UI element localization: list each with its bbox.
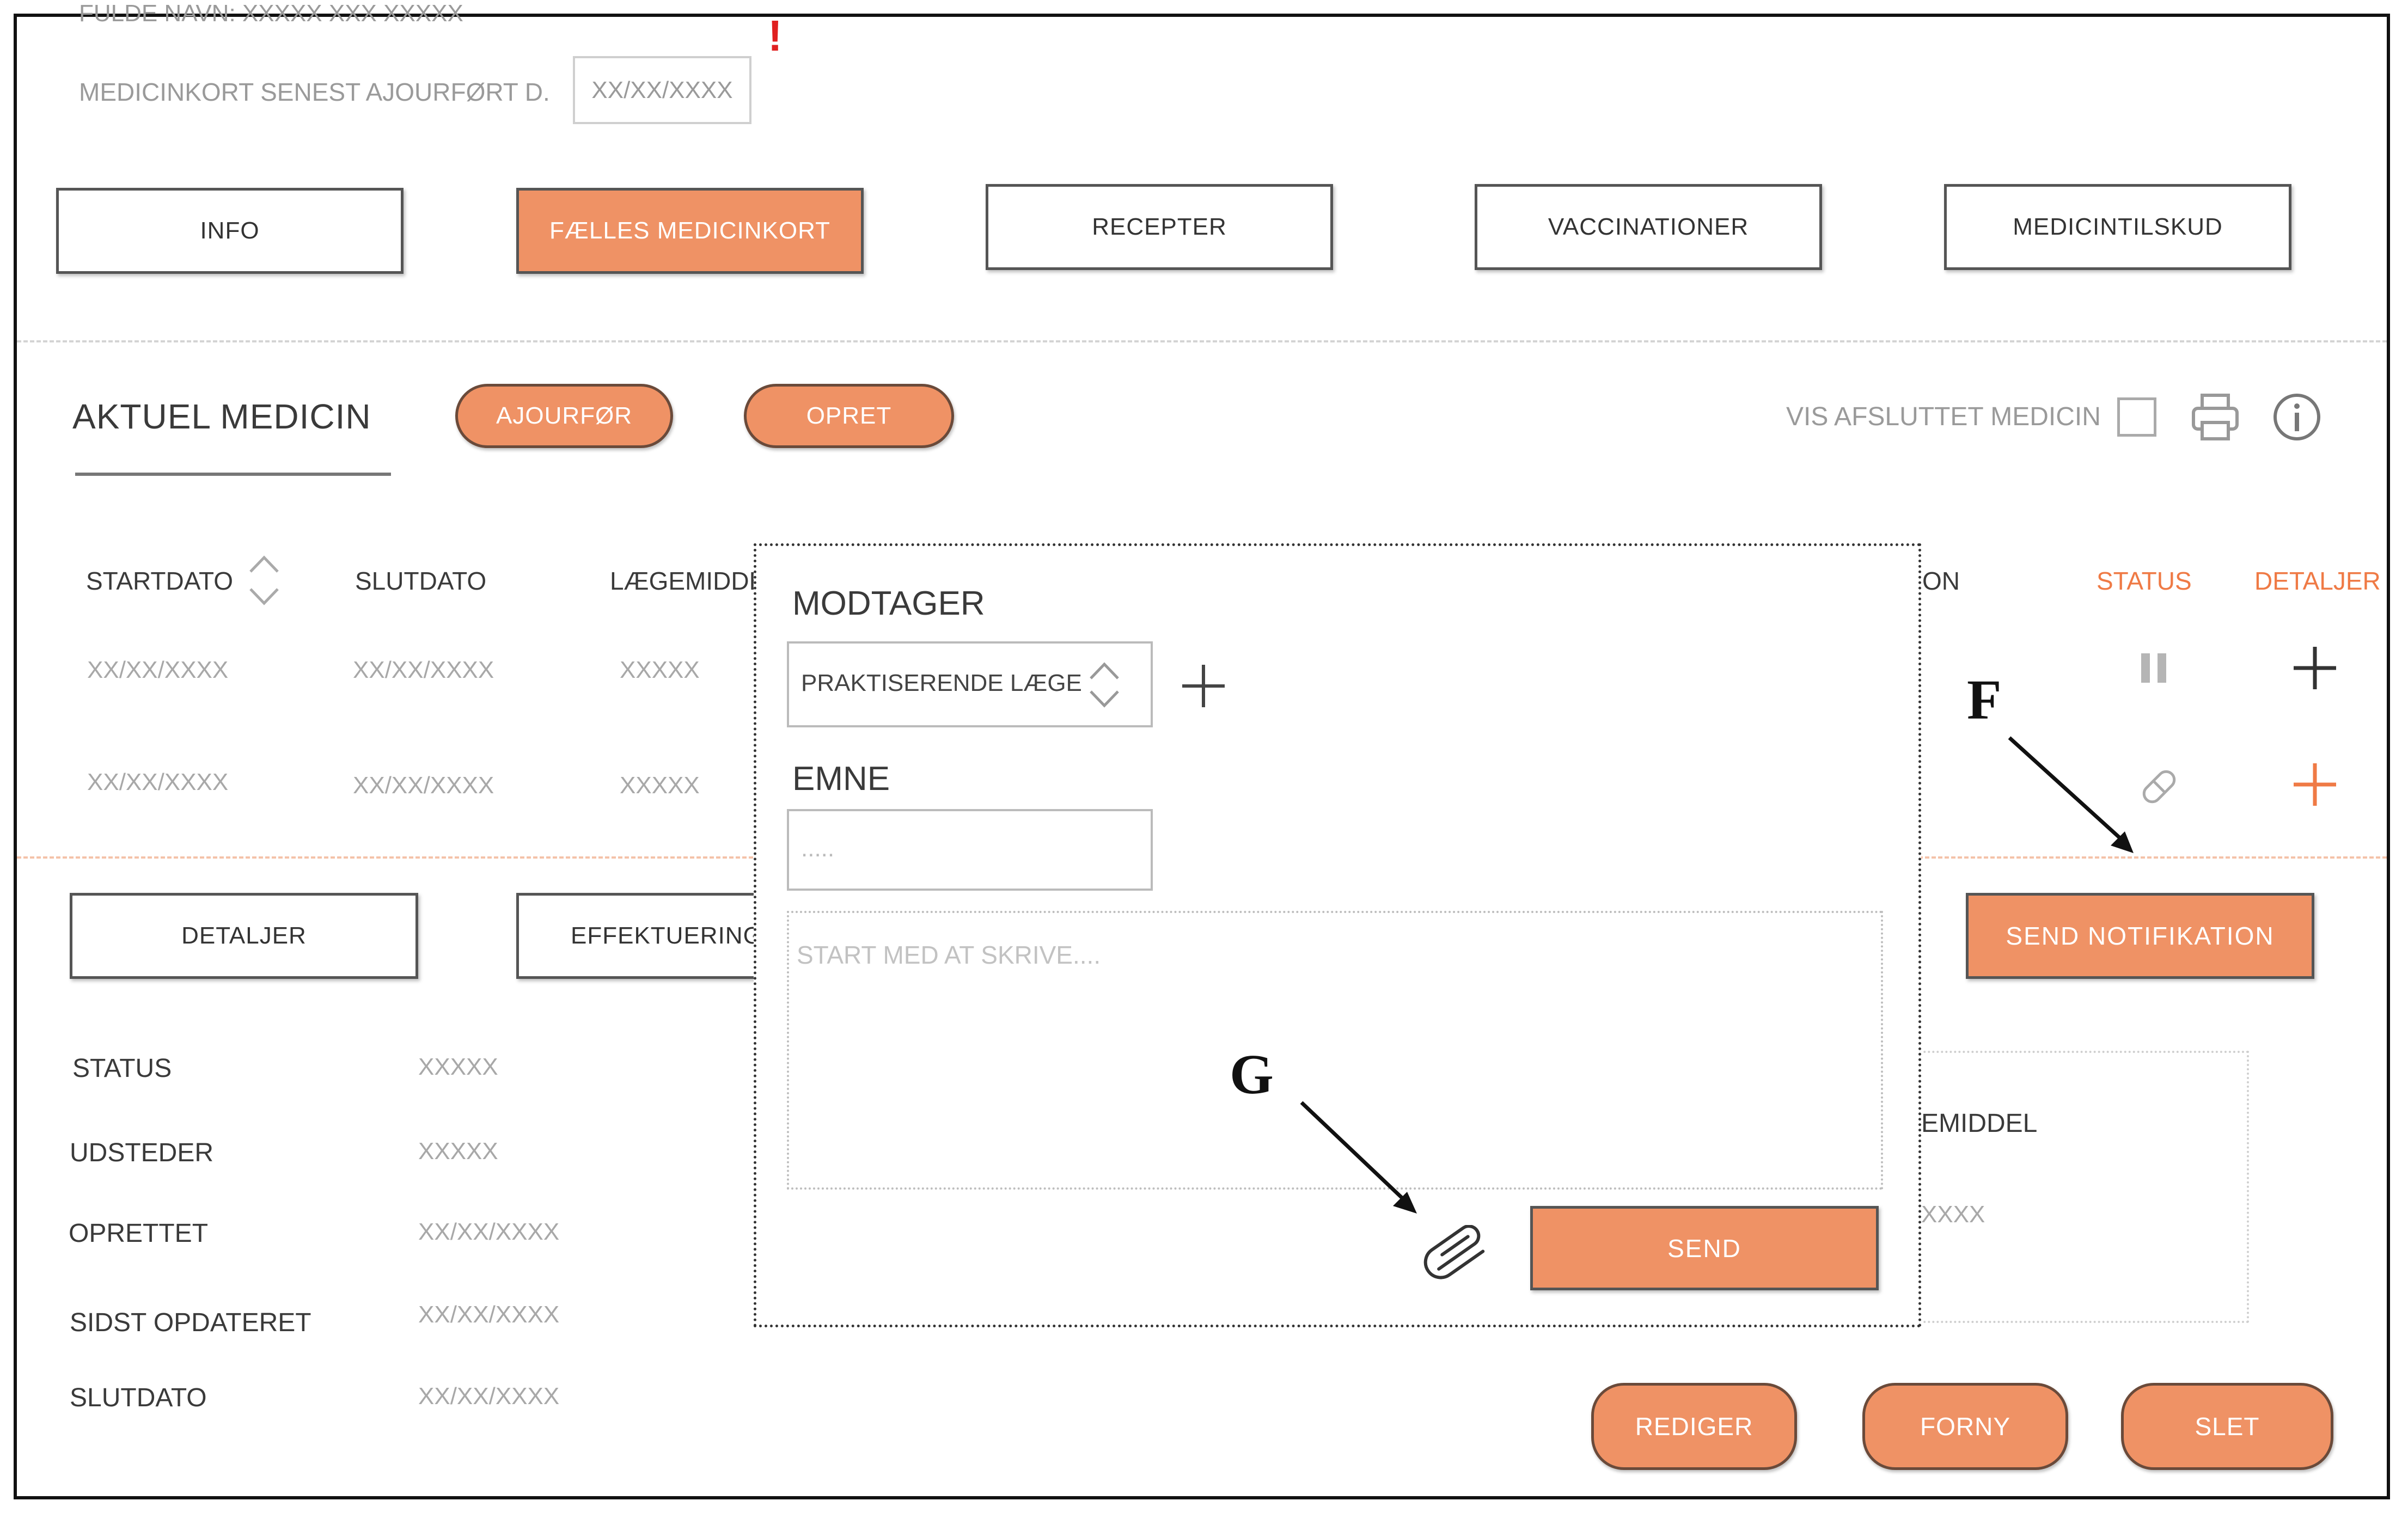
detail-last-updated-label: SIDST OPDATERET	[70, 1308, 311, 1337]
annotation-f-arrow	[2008, 736, 2134, 853]
annotation-g-arrow	[1300, 1101, 1417, 1214]
detail-last-updated-value: XX/XX/XXXX	[418, 1301, 560, 1328]
chevron-updown-icon	[1090, 662, 1119, 708]
drug-info-label: EMIDDEL	[1921, 1109, 2038, 1138]
message-textarea[interactable]: START MED AT SKRIVE....	[787, 911, 1883, 1190]
pause-icon[interactable]	[2135, 649, 2173, 687]
section-title-underline	[75, 473, 391, 476]
show-finished-label: VIS AFSLUTTET MEDICIN	[1786, 402, 2101, 431]
col-header-startdate[interactable]: STARTDATO	[86, 567, 234, 595]
row1-drug: XXXXX	[620, 657, 700, 683]
detail-enddate-value: XX/XX/XXXX	[418, 1383, 560, 1410]
row1-expand-icon[interactable]	[2290, 644, 2339, 693]
annotation-g-label: G	[1230, 1043, 1274, 1106]
recipient-select-value: PRAKTISERENDE LÆGE	[801, 670, 1082, 696]
tab-info[interactable]: INFO	[56, 188, 404, 274]
message-placeholder: START MED AT SKRIVE....	[797, 941, 1101, 969]
subject-placeholder: .....	[801, 835, 835, 862]
row1-startdate: XX/XX/XXXX	[87, 657, 229, 683]
col-header-details[interactable]: DETALJER	[2254, 567, 2381, 595]
delete-button[interactable]: SLET	[2121, 1383, 2333, 1470]
tab-medicine-subsidy[interactable]: MEDICINTILSKUD	[1944, 184, 2291, 270]
create-button[interactable]: OPRET	[744, 384, 954, 448]
add-recipient-icon[interactable]	[1179, 661, 1228, 710]
pill-icon	[2142, 770, 2176, 804]
annotation-f-label: F	[1967, 669, 2002, 731]
renew-button[interactable]: FORNY	[1862, 1383, 2068, 1470]
send-button[interactable]: SEND	[1530, 1206, 1879, 1290]
outer-frame	[14, 14, 2390, 1499]
detail-created-value: XX/XX/XXXX	[418, 1218, 560, 1245]
row2-enddate: XX/XX/XXXX	[353, 772, 494, 799]
notification-modal: MODTAGER PRAKTISERENDE LÆGE EMNE ..... S…	[754, 543, 1921, 1327]
recipient-select[interactable]: PRAKTISERENDE LÆGE	[787, 641, 1153, 727]
medcard-updated-label: MEDICINKORT SENEST AJOURFØRT D.	[79, 78, 550, 106]
medcard-updated-field: XX/XX/XXXX	[573, 56, 751, 124]
recipient-label: MODTAGER	[792, 585, 985, 622]
tabs-divider	[17, 340, 2387, 342]
subject-input[interactable]: .....	[787, 809, 1153, 891]
tab-prescriptions[interactable]: RECEPTER	[986, 184, 1333, 270]
attachment-icon[interactable]	[1418, 1225, 1500, 1285]
show-finished-checkbox[interactable]	[2117, 397, 2156, 437]
detail-status-value: XXXXX	[418, 1053, 498, 1080]
print-icon[interactable]	[2189, 391, 2241, 443]
row2-drug: XXXXX	[620, 772, 700, 799]
subtab-details[interactable]: DETALJER	[70, 893, 418, 979]
section-title: AKTUEL MEDICIN	[72, 397, 371, 436]
col-header-drug[interactable]: LÆGEMIDDE	[610, 567, 766, 595]
tab-shared-medcard[interactable]: FÆLLES MEDICINKORT	[516, 188, 864, 274]
update-button[interactable]: AJOURFØR	[455, 384, 673, 448]
tab-vaccinations[interactable]: VACCINATIONER	[1475, 184, 1822, 270]
row2-expand-icon[interactable]	[2290, 760, 2339, 809]
edit-button[interactable]: REDIGER	[1591, 1383, 1797, 1470]
row1-enddate: XX/XX/XXXX	[353, 657, 494, 683]
col-header-status[interactable]: STATUS	[2097, 567, 2192, 595]
col-header-hidden: ON	[1922, 567, 1960, 595]
alert-mark: !	[768, 11, 783, 60]
medcard-updated-value: XX/XX/XXXX	[591, 76, 733, 103]
row2-startdate: XX/XX/XXXX	[87, 769, 229, 795]
col-header-enddate[interactable]: SLUTDATO	[355, 567, 487, 595]
send-notification-button[interactable]: SEND NOTIFIKATION	[1966, 893, 2314, 979]
sort-icon[interactable]	[246, 550, 282, 610]
detail-enddate-label: SLUTDATO	[70, 1383, 207, 1412]
subject-label: EMNE	[792, 760, 890, 798]
info-icon[interactable]	[2271, 391, 2323, 443]
detail-issuer-label: UDSTEDER	[70, 1138, 214, 1167]
patient-name-label: FULDE NAVN: XXXXX XXX XXXXX	[79, 0, 463, 27]
detail-status-label: STATUS	[72, 1054, 172, 1083]
detail-created-label: OPRETTET	[69, 1219, 209, 1248]
drug-info-value: XXXX	[1921, 1201, 1985, 1228]
detail-issuer-value: XXXXX	[418, 1138, 498, 1165]
